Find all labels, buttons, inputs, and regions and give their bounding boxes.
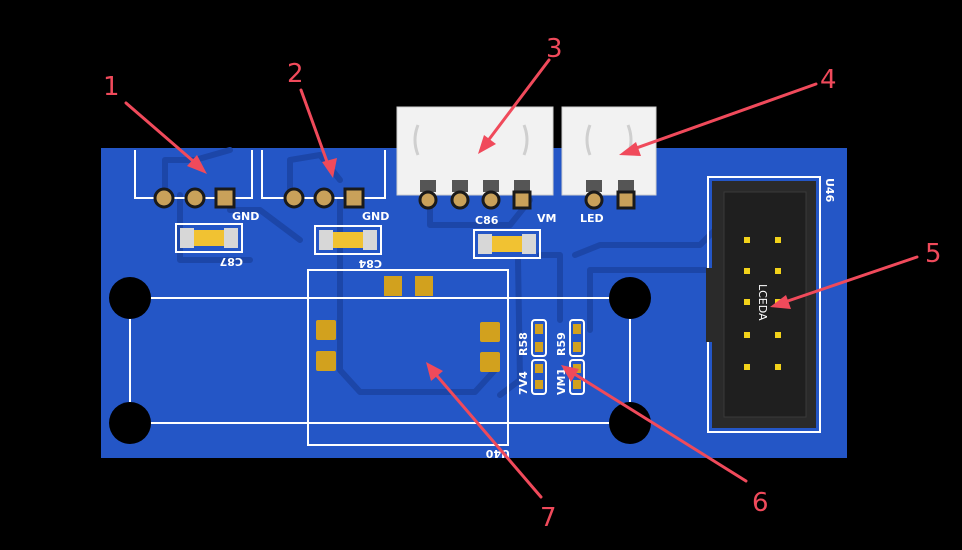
callout-number-3: 3 — [546, 34, 563, 64]
label-r59: R59 — [555, 332, 568, 356]
silkscreen-rails — [129, 297, 631, 424]
mounting-hole-br — [609, 402, 651, 444]
mounting-hole-bl — [109, 402, 151, 444]
callout-arrowhead-3 — [478, 135, 496, 154]
led-7v4 — [531, 359, 547, 395]
callout-arrowhead-4 — [619, 142, 641, 156]
label-u46: U46 — [823, 178, 836, 203]
callout-arrowhead-7 — [426, 362, 443, 381]
module-u40 — [307, 269, 509, 446]
label-vm1: VM1 — [555, 368, 568, 395]
callout-number-2: 2 — [287, 59, 304, 89]
label-c86: C86 — [475, 214, 499, 227]
callout-arrow-2 — [299, 88, 332, 172]
callout-arrow-5 — [777, 255, 919, 306]
callout-number-4: 4 — [820, 65, 837, 95]
mounting-hole-tr — [609, 277, 651, 319]
callout-number-7: 7 — [540, 503, 557, 533]
callout-arrowhead-6 — [561, 365, 579, 382]
callout-number-5: 5 — [925, 239, 942, 269]
connector-1 — [134, 150, 253, 209]
label-c84: C84 — [358, 257, 382, 270]
connector-4 — [561, 106, 657, 210]
label-r58: R58 — [517, 332, 530, 356]
capacitor-c87 — [175, 223, 243, 253]
label-7v4: 7V4 — [517, 371, 530, 395]
label-gnd-mid: GND — [362, 210, 389, 223]
callout-arrowhead-1 — [187, 155, 207, 174]
label-vm: VM — [537, 212, 556, 225]
callout-arrow-1 — [124, 101, 202, 169]
callout-number-1: 1 — [103, 72, 120, 102]
label-gnd-left: GND — [232, 210, 259, 223]
capacitor-c86 — [473, 229, 541, 259]
callout-arrowhead-2 — [322, 158, 337, 178]
resistor-r59 — [569, 319, 585, 357]
capacitor-c84 — [314, 225, 382, 255]
mounting-hole-tl — [109, 277, 151, 319]
label-c87: C87 — [220, 255, 243, 268]
resistor-r58 — [531, 319, 547, 357]
header-u46 — [706, 176, 821, 433]
callout-arrow-7 — [430, 368, 543, 499]
callout-arrows — [124, 58, 919, 499]
callout-arrow-6 — [566, 368, 748, 483]
callout-arrow-4 — [626, 82, 818, 153]
callout-arrowhead-5 — [770, 295, 791, 309]
connector-3 — [396, 106, 554, 210]
label-u40: U40 — [485, 447, 510, 460]
connector-2 — [261, 150, 386, 209]
callout-arrow-3 — [482, 58, 551, 148]
label-lceda: LCEDA — [756, 284, 769, 321]
callout-number-6: 6 — [752, 488, 769, 518]
label-led: LED — [580, 212, 604, 225]
